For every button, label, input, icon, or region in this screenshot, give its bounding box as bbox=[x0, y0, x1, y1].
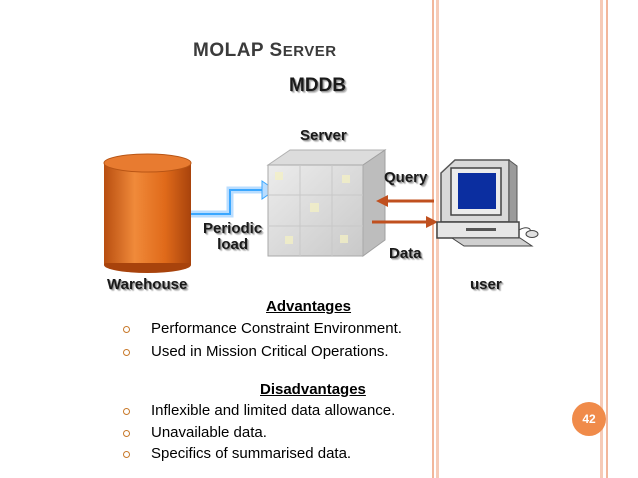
disadvantage-text: Unavailable data. bbox=[151, 424, 267, 441]
decor-rule-3 bbox=[600, 0, 603, 478]
server-cube-icon bbox=[266, 149, 387, 257]
disadvantage-item: Unavailable data. bbox=[123, 424, 267, 441]
slide-title: MOLAP SERVER bbox=[193, 40, 337, 62]
slide-title-rest: ERVER bbox=[282, 43, 337, 60]
decor-rule-2 bbox=[436, 0, 439, 478]
periodic-load-connector bbox=[191, 180, 276, 218]
advantages-heading: Advantages bbox=[266, 298, 352, 315]
bullet-icon bbox=[123, 408, 130, 415]
bullet-icon bbox=[123, 451, 130, 458]
mddb-label: MDDB bbox=[289, 75, 346, 96]
disadvantages-heading: Disadvantages bbox=[260, 381, 366, 398]
server-label: Server bbox=[300, 127, 347, 144]
periodic-label-line1: Periodic bbox=[203, 220, 263, 237]
query-label: Query bbox=[384, 169, 428, 186]
periodic-label-line2: load bbox=[217, 236, 249, 253]
decor-rule-4 bbox=[606, 0, 608, 478]
decor-rule-1 bbox=[432, 0, 434, 478]
periodic-load-label: Periodic load bbox=[203, 221, 262, 253]
user-computer-icon bbox=[436, 159, 539, 247]
slide-title-main: MOLAP S bbox=[193, 40, 283, 61]
advantage-text: Used in Mission Critical Operations. bbox=[151, 343, 389, 360]
slide-number-badge: 42 bbox=[572, 402, 606, 436]
disadvantage-item: Specifics of summarised data. bbox=[123, 445, 352, 462]
query-arrow bbox=[376, 195, 434, 207]
bullet-icon bbox=[123, 326, 130, 333]
advantage-text: Performance Constraint Environment. bbox=[151, 320, 402, 337]
disadvantage-text: Inflexible and limited data allowance. bbox=[151, 402, 396, 419]
bullet-icon bbox=[123, 349, 130, 356]
bullet-icon bbox=[123, 430, 130, 437]
data-label: Data bbox=[389, 245, 422, 262]
warehouse-cylinder-icon bbox=[103, 153, 192, 273]
user-label: user bbox=[470, 276, 502, 293]
advantage-item: Performance Constraint Environment. bbox=[123, 320, 402, 337]
disadvantage-item: Inflexible and limited data allowance. bbox=[123, 402, 396, 419]
warehouse-label: Warehouse bbox=[107, 276, 188, 293]
advantage-item: Used in Mission Critical Operations. bbox=[123, 343, 389, 360]
disadvantage-text: Specifics of summarised data. bbox=[151, 445, 352, 462]
data-arrow bbox=[372, 216, 438, 228]
